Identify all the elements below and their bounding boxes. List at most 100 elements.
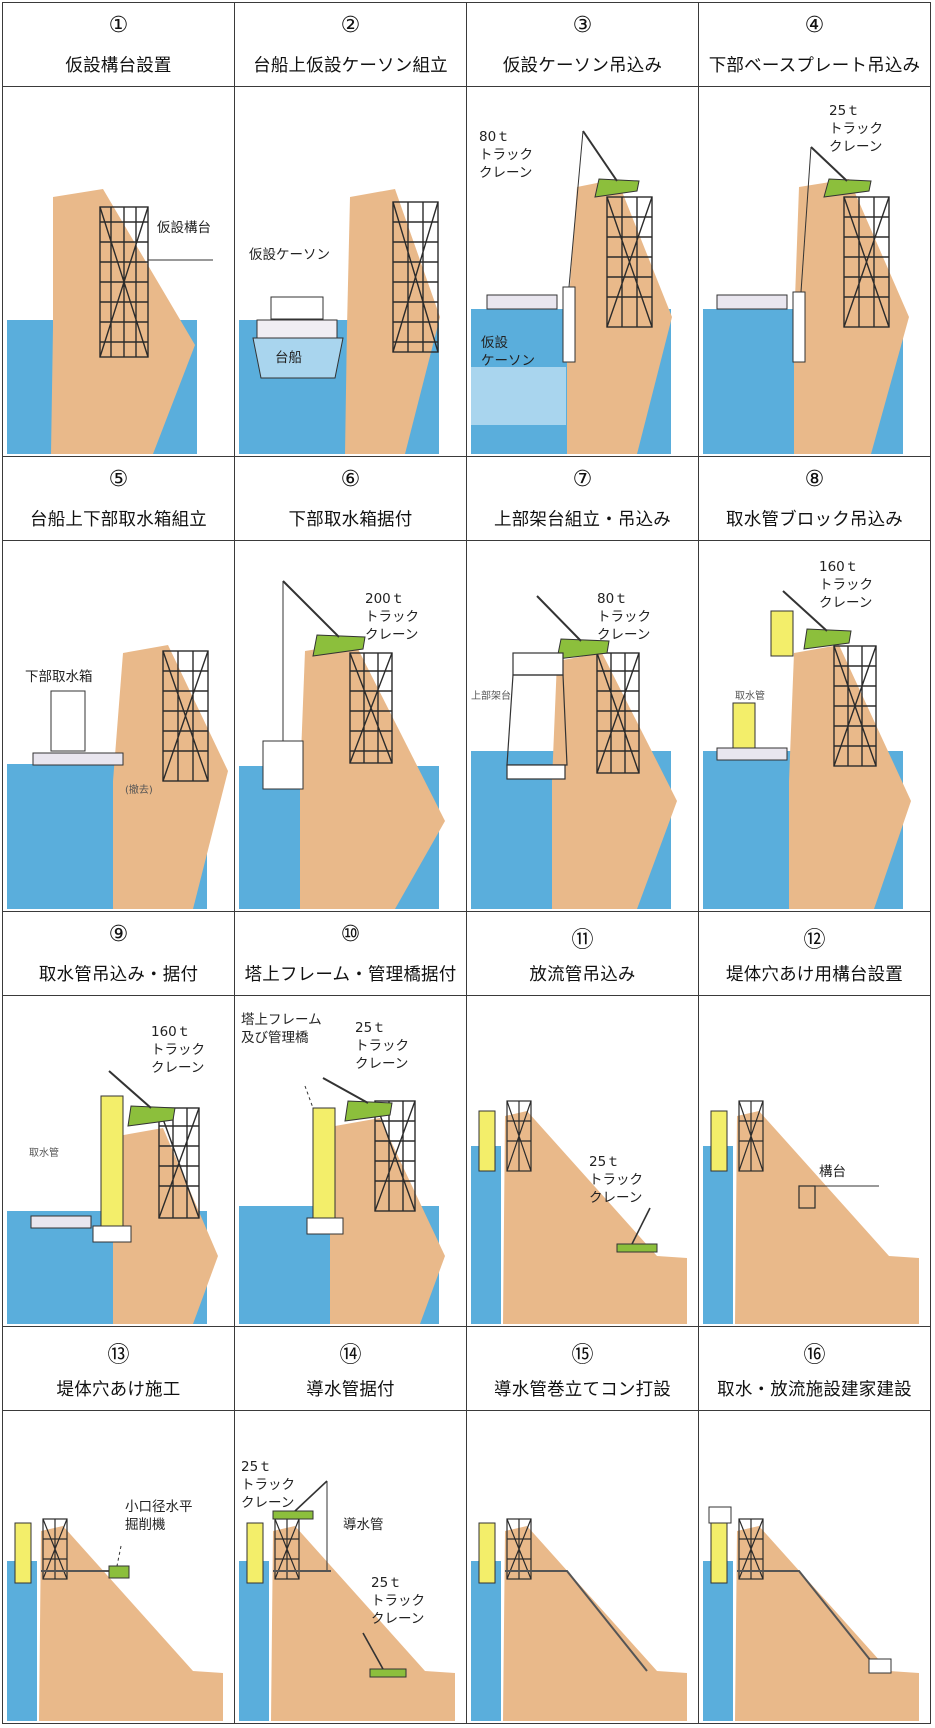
step-header: ⑨ 取水管吊込み・据付: [3, 912, 234, 996]
step-illustration: 構台: [703, 1100, 919, 1324]
label-barge: 台船: [275, 350, 302, 366]
step-card-12: ⑫ 堤体穴あけ用構台設置 構台: [698, 911, 931, 1327]
step-card-7: ⑦ 上部架台組立・吊込み 80ｔ トラック クレーン 上部架台: [466, 456, 699, 912]
step-number: ⑬: [107, 1343, 130, 1368]
diagram-label: クレーン: [371, 1611, 424, 1627]
step-illustration: 80ｔ トラック クレーン 仮設 ケーソン: [471, 129, 672, 454]
label-temp-platform: 仮設構台: [157, 220, 211, 236]
step-title: 仮設構台設置: [65, 56, 172, 76]
diagram-label: トラック: [589, 1172, 643, 1188]
step-illustration: 小口径水平 掘削機: [7, 1499, 223, 1721]
step-number: ⑤: [108, 467, 129, 492]
diagram-label: 構台: [819, 1164, 846, 1180]
step-card-15: ⑮ 導水管巻立てコン打設: [466, 1326, 699, 1724]
diagram-label: トラック: [479, 147, 533, 163]
step-illustration: [703, 1506, 919, 1721]
diagram-label: 掘削機: [125, 1517, 166, 1533]
step-header: ⑭ 導水管据付: [235, 1327, 466, 1411]
step-header: ② 台船上仮設ケーソン組立: [235, 3, 466, 87]
step-title: 塔上フレーム・管理橋据付: [244, 965, 457, 985]
label-lower-intake-box: 下部取水箱: [25, 669, 93, 685]
step-illustration: 25ｔ トラック クレーン: [703, 103, 909, 454]
diagram-label: トラック: [151, 1042, 205, 1058]
step-title: 堤体穴あけ用構台設置: [726, 965, 903, 985]
step-header: ⑫ 堤体穴あけ用構台設置: [699, 912, 930, 996]
diagram-label: クレーン: [355, 1056, 408, 1072]
step-card-6: ⑥ 下部取水箱据付 200ｔ トラック クレーン: [234, 456, 467, 912]
diagram-label: トラック: [241, 1477, 295, 1493]
step-card-14: ⑭ 導水管据付 25ｔ トラック クレーン 導水管 25ｔ トラック クレーン: [234, 1326, 467, 1724]
step-header: ⑦ 上部架台組立・吊込み: [467, 457, 698, 541]
step-header: ⑤ 台船上下部取水箱組立: [3, 457, 234, 541]
step-card-3: ③ 仮設ケーソン吊込み 80ｔ トラック クレーン 仮設 ケーソン: [466, 2, 699, 457]
step-number: ⑨: [108, 922, 129, 947]
diagram-label: 25ｔ: [829, 103, 860, 119]
step-card-13: ⑬ 堤体穴あけ施工 小口径水平 掘削機: [2, 1326, 235, 1724]
diagram-label: トラック: [371, 1593, 425, 1609]
step-illustration: [471, 1518, 687, 1721]
step-title: 下部取水箱据付: [288, 510, 413, 530]
step-number: ④: [804, 13, 825, 38]
step-header: ⑬ 堤体穴あけ施工: [3, 1327, 234, 1411]
step-number: ⑧: [804, 467, 825, 492]
step-title: 下部ベースプレート吊込み: [708, 56, 921, 76]
diagram-label: トラック: [597, 609, 651, 625]
step-card-9: ⑨ 取水管吊込み・据付 160ｔ トラック クレーン 取水管: [2, 911, 235, 1327]
diagram-label: クレーン: [151, 1060, 204, 1076]
step-number: ⑮: [571, 1343, 594, 1368]
step-number: ⑪: [571, 928, 594, 953]
step-title: 取水管ブロック吊込み: [726, 510, 903, 530]
diagram-label: ケーソン: [481, 353, 535, 369]
diagram-label: 塔上フレーム: [241, 1012, 322, 1028]
step-illustration: 80ｔ トラック クレーン 上部架台: [471, 591, 677, 909]
step-number: ①: [108, 13, 129, 38]
diagram-label: クレーン: [479, 165, 532, 181]
diagram-label: 導水管: [343, 1517, 384, 1533]
step-title: 取水管吊込み・据付: [38, 965, 199, 985]
step-title: 仮設ケーソン吊込み: [502, 56, 663, 76]
step-card-5: ⑤ 台船上下部取水箱組立 下部取水箱 (撤去): [2, 456, 235, 912]
step-number: ⑯: [803, 1343, 826, 1368]
diagram-label: 25ｔ: [355, 1020, 386, 1036]
step-header: ⑧ 取水管ブロック吊込み: [699, 457, 930, 541]
step-title: 堤体穴あけ施工: [56, 1380, 181, 1400]
diagram-label: クレーン: [597, 627, 650, 643]
step-card-11: ⑪ 放流管吊込み 25ｔ トラック クレーン: [466, 911, 699, 1327]
step-number: ⑥: [340, 467, 361, 492]
step-title: 導水管巻立てコン打設: [494, 1380, 671, 1400]
diagram-label: 取水管: [29, 1146, 59, 1159]
step-header: ⑮ 導水管巻立てコン打設: [467, 1327, 698, 1411]
label-temp-caisson: 仮設ケーソン: [249, 247, 330, 263]
step-title: 放流管吊込み: [529, 965, 636, 985]
step-number: ③: [572, 13, 593, 38]
diagram-label: 仮設: [481, 335, 508, 351]
diagram-label: トラック: [365, 609, 419, 625]
diagram-label: 160ｔ: [819, 559, 858, 575]
diagram-label: クレーン: [589, 1190, 642, 1206]
diagram-label: トラック: [829, 121, 883, 137]
step-header: ⑪ 放流管吊込み: [467, 912, 698, 996]
diagram-label: 25ｔ: [589, 1154, 620, 1170]
diagram-label: 25ｔ: [371, 1575, 402, 1591]
step-header: ⑯ 取水・放流施設建家建設: [699, 1327, 930, 1411]
diagram-label: クレーン: [829, 139, 882, 155]
step-number: ⑭: [339, 1343, 362, 1368]
step-number: ②: [340, 13, 361, 38]
diagram-label: (撤去): [125, 783, 153, 796]
step-title: 上部架台組立・吊込み: [494, 510, 671, 530]
step-illustration: 25ｔ トラック クレーン 導水管 25ｔ トラック クレーン: [239, 1459, 455, 1721]
diagram-label: トラック: [819, 577, 873, 593]
diagram-label: トラック: [355, 1038, 409, 1054]
diagram-label: クレーン: [365, 627, 418, 643]
step-header: ④ 下部ベースプレート吊込み: [699, 3, 930, 87]
step-number: ⑦: [572, 467, 593, 492]
step-title: 台船上仮設ケーソン組立: [253, 56, 448, 76]
step-illustration: 仮設ケーソン 台船: [239, 189, 440, 454]
step-header: ① 仮設構台設置: [3, 3, 234, 87]
diagram-label: 80ｔ: [597, 591, 628, 607]
step-illustration: 下部取水箱 (撤去): [7, 645, 228, 909]
step-number: ⑫: [803, 928, 826, 953]
diagram-label: 25ｔ: [241, 1459, 272, 1475]
diagram-label: クレーン: [241, 1495, 294, 1511]
